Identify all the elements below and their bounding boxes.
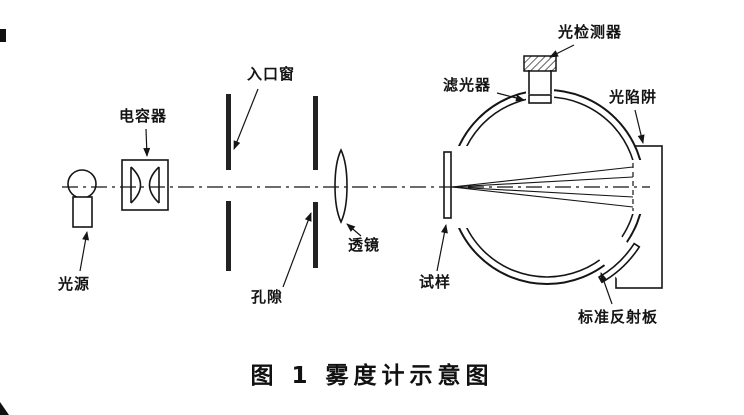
label-condenser: 电容器 (119, 107, 168, 125)
leader-light-source (79, 231, 90, 272)
leader-entrance-window (233, 88, 259, 150)
specimen-symbol (443, 151, 452, 219)
scan-artifact (0, 29, 9, 415)
aperture-symbol (313, 96, 318, 268)
label-aperture: 孔隙 (251, 288, 284, 306)
lens-symbol (334, 148, 348, 224)
figure-title: 图 1 雾度计示意图 (250, 363, 494, 389)
leader-condenser (143, 128, 151, 157)
leader-lens (346, 223, 362, 237)
leader-photodetector (549, 44, 575, 58)
ray-fan (451, 163, 634, 211)
label-filter: 滤光器 (443, 76, 492, 94)
label-entrance-window: 入口窗 (247, 65, 296, 83)
leader-filter (496, 92, 525, 102)
leader-standard-reflector (600, 272, 613, 305)
standard-reflector-symbol (597, 242, 641, 284)
leader-specimen (436, 224, 448, 272)
label-standard-reflector: 标准反射板 (578, 308, 659, 326)
label-light-trap: 光陷阱 (609, 88, 658, 106)
photodetector-symbol (523, 55, 557, 94)
leader-light-trap (634, 109, 645, 144)
light-source-symbol (67, 169, 97, 228)
condenser-symbol (121, 159, 169, 211)
entrance-window-symbol (226, 94, 231, 271)
label-specimen: 试样 (419, 273, 452, 291)
filter-symbol (528, 94, 552, 104)
label-light-source: 光源 (58, 275, 91, 293)
leader-aperture (282, 212, 312, 288)
label-lens: 透镜 (348, 236, 381, 254)
label-photodetector: 光检测器 (558, 23, 623, 41)
